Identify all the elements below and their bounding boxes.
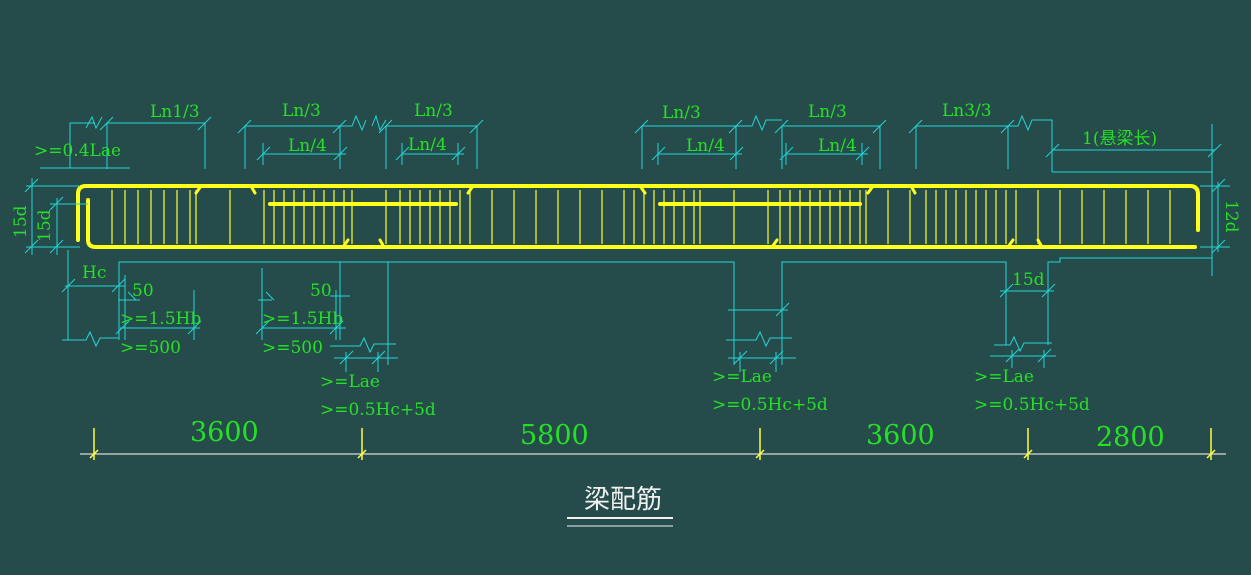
drawing-title: 梁配筋 — [567, 485, 673, 527]
label-15d-inner: 15d — [35, 209, 55, 242]
label-ln1-3: Ln1/3 — [150, 102, 200, 122]
label-hb-b: >=1.5Hb — [262, 309, 343, 329]
label-ln-3-a: Ln/3 — [282, 101, 321, 121]
title-text: 梁配筋 — [584, 485, 662, 515]
span-label-3: 3600 — [866, 420, 935, 451]
span-axis — [80, 428, 1226, 460]
label-hc5d-3: >=0.5Hc+5d — [974, 395, 1090, 415]
label-cantilever: 1(悬梁长) — [1082, 129, 1157, 149]
label-ln-3-d: Ln/3 — [808, 102, 847, 122]
label-500-a: >=500 — [120, 338, 181, 358]
label-500-b: >=500 — [262, 338, 323, 358]
bottom-bar — [86, 198, 1197, 249]
label-15d-outer: 15d — [11, 205, 31, 238]
span-labels: 3600 5800 3600 2800 — [190, 417, 1165, 453]
label-ln3-3: Ln3/3 — [942, 101, 992, 121]
bar-cut-hooks — [194, 184, 1044, 249]
label-12d: 12d — [1221, 200, 1241, 233]
span-label-4: 2800 — [1096, 422, 1165, 453]
label-ln-3-c: Ln/3 — [662, 103, 701, 123]
bottom-labels: Hc 50 >=1.5Hb >=500 50 >=1.5Hb >=500 >=L… — [82, 263, 1090, 420]
span-label-2: 5800 — [520, 420, 589, 451]
side-labels: 15d 15d 12d — [11, 200, 1241, 242]
label-hc5d-1: >=0.5Hc+5d — [320, 400, 436, 420]
label-ln-3-b: Ln/3 — [414, 101, 453, 121]
top-dimension-lines — [40, 114, 1222, 276]
label-ln-4-c: Ln/4 — [686, 136, 725, 156]
label-50-a: 50 — [132, 281, 154, 301]
label-lae-2: >=Lae — [712, 367, 772, 387]
label-15d-bottom: 15d — [1012, 270, 1045, 290]
stirrup-group — [111, 190, 1171, 244]
bottom-dimension-lines — [61, 250, 1212, 372]
label-lae-1: >=Lae — [320, 372, 380, 392]
label-ln-4-b: Ln/4 — [408, 135, 447, 155]
top-labels: Ln1/3 Ln/3 Ln/3 Ln/3 Ln/3 Ln3/3 1(悬梁长) L… — [34, 101, 1157, 161]
span-label-1: 3600 — [190, 417, 259, 448]
label-hc: Hc — [82, 263, 106, 283]
top-bar — [76, 184, 1200, 242]
label-lae-3: >=Lae — [974, 367, 1034, 387]
label-ln-4-d: Ln/4 — [818, 136, 857, 156]
label-50-b: 50 — [310, 281, 332, 301]
label-ln-4-a: Ln/4 — [288, 136, 327, 156]
label-hc5d-2: >=0.5Hc+5d — [712, 395, 828, 415]
label-hb-a: >=1.5Hb — [120, 309, 201, 329]
side-dimension-lines — [24, 178, 1230, 255]
label-lae-left: >=0.4Lae — [34, 141, 121, 161]
